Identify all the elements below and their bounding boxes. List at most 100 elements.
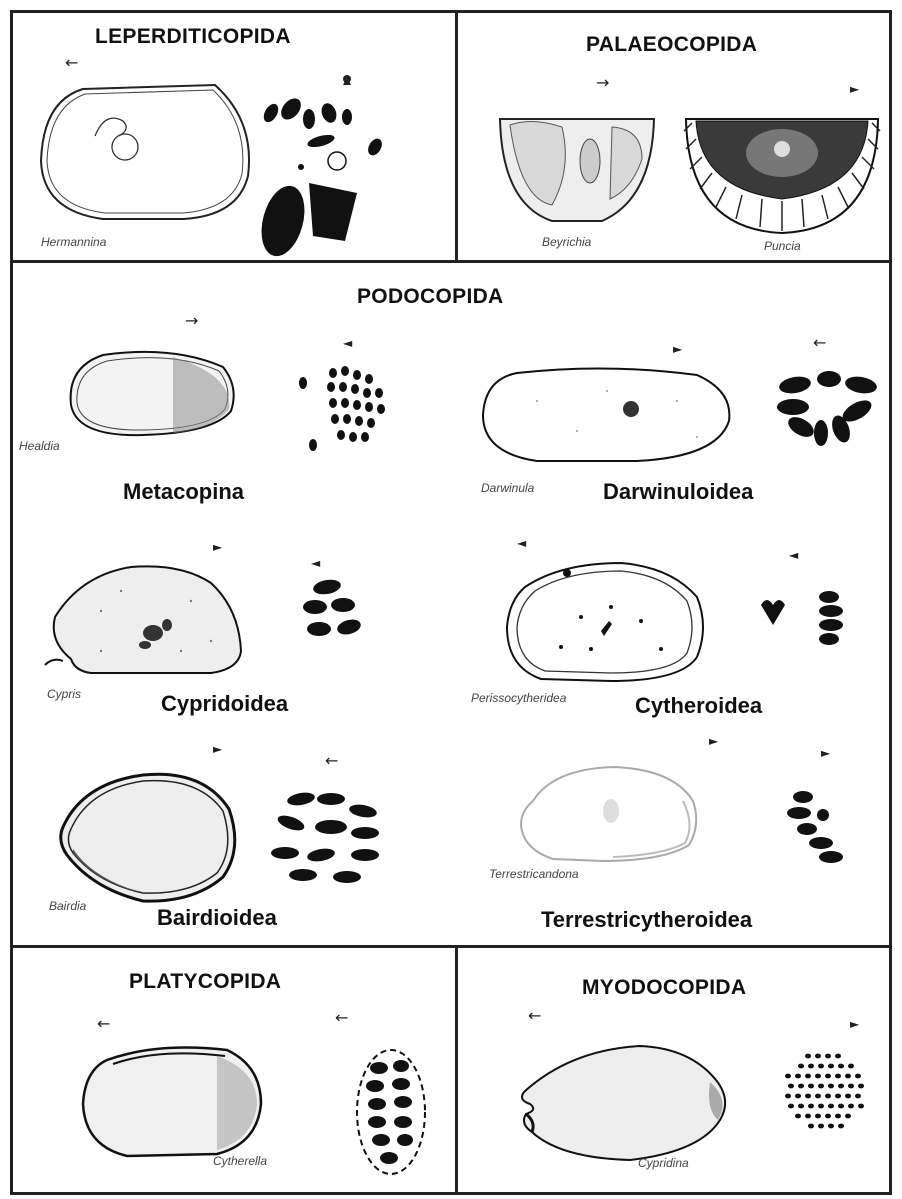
muscle-scar-dot <box>798 1104 804 1109</box>
genus-label: Puncia <box>764 239 801 253</box>
group-label: Cypridoidea <box>161 691 288 717</box>
metacopina-muscle-scar-figure <box>293 365 403 455</box>
muscle-scar-dot <box>805 1054 811 1059</box>
cypridina-carapace-figure <box>510 1040 734 1166</box>
muscle-scar-dot <box>845 1114 851 1119</box>
muscle-scar-dot <box>818 1064 824 1069</box>
group-label: Terrestricytheroidea <box>541 907 752 933</box>
muscle-scar-dot <box>815 1094 821 1099</box>
anterior-arrow-icon: ► <box>213 743 222 755</box>
darwinuloidea-muscle-scar-figure <box>775 367 881 447</box>
muscle-scar-dot <box>858 1104 864 1109</box>
anterior-arrow-icon: ← <box>813 335 826 351</box>
anterior-arrow-icon: ← <box>528 1008 541 1024</box>
anterior-arrow-icon: ◄ <box>517 537 526 549</box>
muscle-scar-dot <box>788 1104 794 1109</box>
cypris-carapace-figure <box>41 561 247 681</box>
terrestricytheroidea-muscle-scar-figure <box>777 787 857 867</box>
genus-label: Healdia <box>19 439 60 453</box>
muscle-scar-dot <box>838 1104 844 1109</box>
group-label: Bairdioidea <box>157 905 277 931</box>
genus-label: Cypris <box>47 687 81 701</box>
genus-label: Cytherella <box>213 1154 267 1168</box>
muscle-scar-dot <box>818 1084 824 1089</box>
perissocytheridea-carapace-figure <box>501 557 711 687</box>
muscle-scar-dot <box>808 1064 814 1069</box>
muscle-scar-dot <box>808 1124 814 1129</box>
cytherella-carapace-figure <box>77 1040 267 1162</box>
anterior-arrow-icon: → <box>185 313 198 329</box>
healdia-carapace-figure <box>63 347 243 441</box>
group-label: Cytheroidea <box>635 693 762 719</box>
panel-platycopida: PLATYCOPIDA ← ← Cytherella <box>10 945 458 1195</box>
muscle-scar-dot <box>805 1094 811 1099</box>
muscle-scar-dot <box>828 1084 834 1089</box>
muscle-scar-dot <box>828 1104 834 1109</box>
panel-title: PLATYCOPIDA <box>129 970 281 994</box>
panel-myodocopida: MYODOCOPIDA ← ► Cypridina <box>455 945 892 1195</box>
muscle-scar-dot <box>835 1054 841 1059</box>
muscle-scar-dot <box>845 1074 851 1079</box>
muscle-scar-dot <box>815 1074 821 1079</box>
muscle-scar-dot <box>785 1074 791 1079</box>
platycopida-muscle-scar-figure <box>351 1044 431 1180</box>
muscle-scar-dot <box>795 1114 801 1119</box>
muscle-scar-dot <box>855 1094 861 1099</box>
beyrichia-carapace-figure <box>492 109 662 229</box>
muscle-scar-dot <box>808 1104 814 1109</box>
anterior-arrow-icon: ► <box>213 541 222 553</box>
cypridoidea-muscle-scar-figure <box>293 577 373 649</box>
muscle-scar-dot <box>858 1084 864 1089</box>
anterior-arrow-icon: ← <box>97 1016 110 1032</box>
muscle-scar-dot <box>815 1054 821 1059</box>
anterior-arrow-icon: ► <box>850 1018 859 1030</box>
muscle-scar-dot <box>835 1094 841 1099</box>
genus-label: Bairdia <box>49 899 86 913</box>
genus-label: Beyrichia <box>542 235 591 249</box>
muscle-scar-dot <box>795 1074 801 1079</box>
anterior-arrow-icon: ◄ <box>311 557 320 569</box>
genus-label: Darwinula <box>481 481 534 495</box>
anterior-arrow-icon: ► <box>821 747 830 759</box>
panel-title: PODOCOPIDA <box>357 285 504 309</box>
bairdia-carapace-figure <box>53 769 243 907</box>
anterior-arrow-icon: ← <box>325 753 338 769</box>
muscle-scar-dot <box>828 1124 834 1129</box>
muscle-scar-dot <box>835 1074 841 1079</box>
panel-title: LEPERDITICOPIDA <box>95 25 291 49</box>
muscle-scar-dot <box>838 1064 844 1069</box>
muscle-scar-dot <box>838 1084 844 1089</box>
anterior-arrow-icon: ◄ <box>789 549 798 561</box>
myodocopida-muscle-scar-figure <box>778 1048 868 1138</box>
anterior-arrow-icon: ◄ <box>343 337 352 349</box>
anterior-arrow-icon: ► <box>850 83 859 95</box>
muscle-scar-dot <box>798 1084 804 1089</box>
group-label: Metacopina <box>123 479 244 505</box>
anterior-arrow-icon: ► <box>673 343 682 355</box>
anterior-arrow-icon: → <box>596 75 609 91</box>
muscle-scar-dot <box>848 1084 854 1089</box>
puncia-carapace-figure <box>682 109 882 239</box>
genus-label: Cypridina <box>638 1156 689 1170</box>
panel-podocopida: PODOCOPIDA → ◄ Healdia Metacopina ► ← <box>10 260 892 948</box>
muscle-scar-dot <box>848 1064 854 1069</box>
muscle-scar-dot <box>838 1124 844 1129</box>
muscle-scar-dot <box>785 1094 791 1099</box>
bairdioidea-muscle-scar-figure <box>267 789 391 889</box>
muscle-scar-dot <box>815 1114 821 1119</box>
panel-leperditicopida: LEPERDITICOPIDA ← Hermannina <box>10 10 458 263</box>
terrestricandona-carapace-figure <box>513 761 703 867</box>
muscle-scar-dot <box>825 1114 831 1119</box>
cytheroidea-muscle-scar-figure <box>757 587 857 657</box>
muscle-scar-dot <box>805 1074 811 1079</box>
panel-palaeocopida: PALAEOCOPIDA → ► Beyrichia Puncia <box>455 10 892 263</box>
muscle-scar-dot <box>795 1094 801 1099</box>
muscle-scar-dot <box>828 1064 834 1069</box>
anterior-arrow-icon: ► <box>709 735 718 747</box>
muscle-scar-dot <box>835 1114 841 1119</box>
panel-title: PALAEOCOPIDA <box>586 33 757 57</box>
muscle-scar-dot <box>808 1084 814 1089</box>
muscle-scar-dot <box>798 1064 804 1069</box>
darwinula-carapace-figure <box>477 361 739 469</box>
muscle-scar-dot <box>855 1074 861 1079</box>
